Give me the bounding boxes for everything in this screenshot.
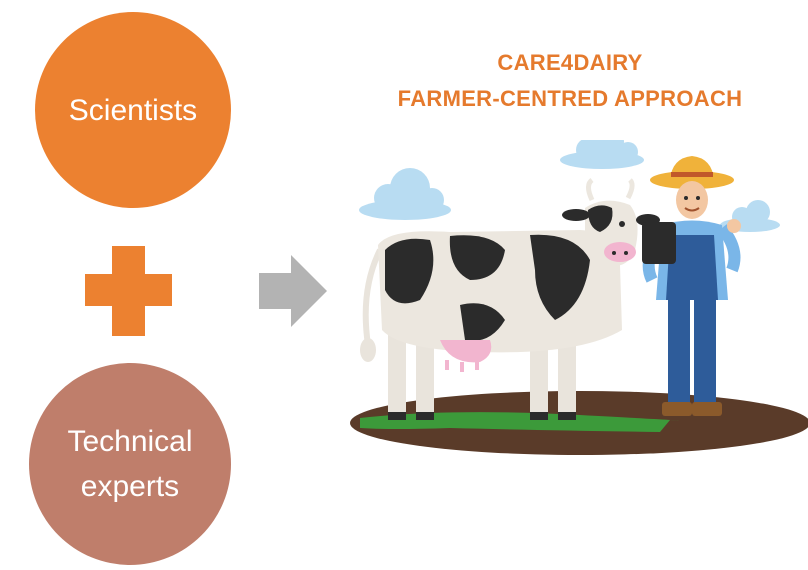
- technical-experts-circle: Technical experts: [29, 363, 231, 565]
- grass: [360, 412, 680, 432]
- farm-scene-illustration: [350, 140, 808, 455]
- cloud-icon: [560, 140, 644, 169]
- scientists-circle: Scientists: [35, 12, 231, 208]
- plus-horizontal-bar: [85, 274, 172, 306]
- title-line-1: CARE4DAIRY: [497, 50, 643, 75]
- technical-experts-label: Technical experts: [67, 425, 193, 503]
- tablet-icon: [642, 222, 676, 264]
- cow-illustration: [360, 177, 660, 420]
- cloud-icon: [359, 168, 451, 220]
- farmer-illustration: [642, 156, 741, 416]
- scientists-label: Scientists: [68, 93, 198, 127]
- arrow-right-icon: [259, 255, 327, 327]
- page-title: CARE4DAIRY FARMER-CENTRED APPROACH: [340, 45, 800, 117]
- title-line-2: FARMER-CENTRED APPROACH: [397, 86, 743, 111]
